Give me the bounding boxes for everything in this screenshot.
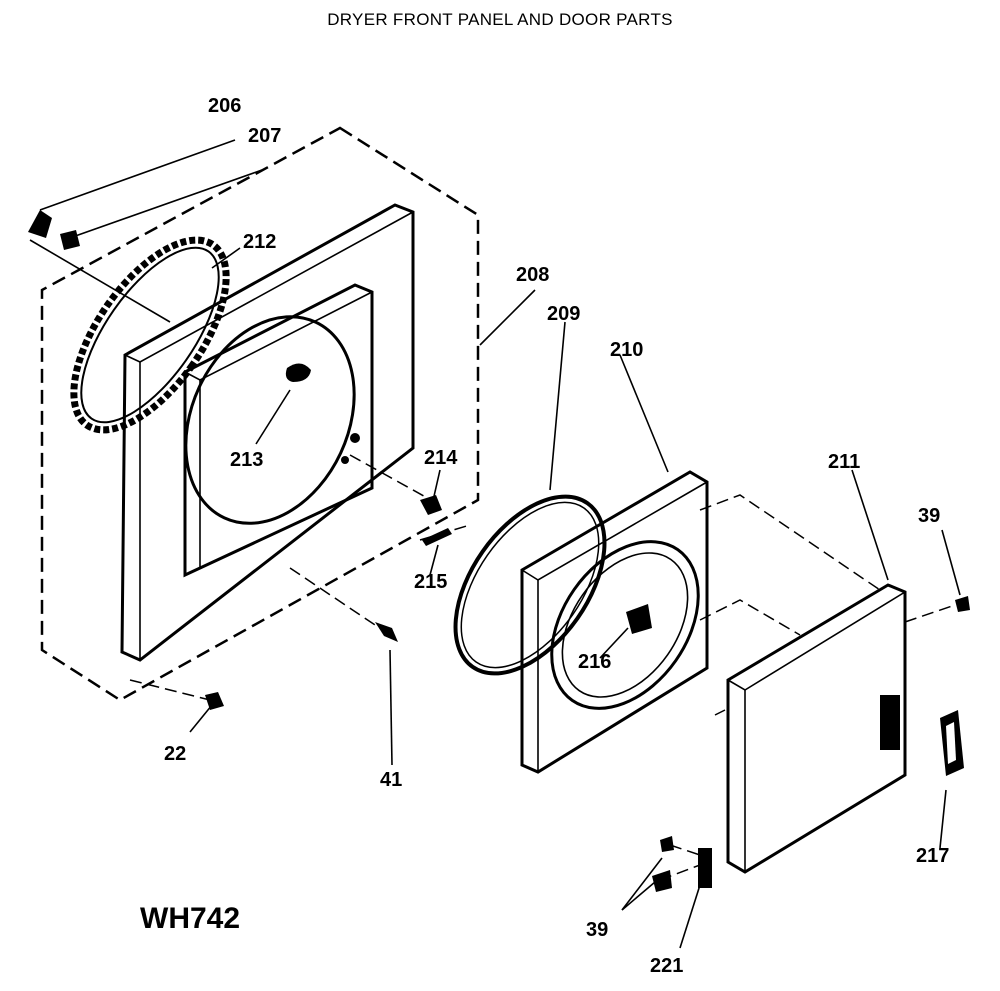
outer-door [726, 583, 907, 874]
callout-215: 215 [414, 571, 447, 593]
callout-221: 221 [650, 955, 683, 977]
leader-lines [129, 247, 961, 949]
callout-207: 207 [248, 125, 281, 147]
callout-206: 206 [208, 95, 241, 117]
screws [205, 495, 452, 710]
callout-213: 213 [230, 449, 263, 471]
door-handle [940, 710, 964, 776]
callout-208: 208 [516, 264, 549, 286]
callout-210: 210 [610, 339, 643, 361]
callout-labels: 206 207 212 208 209 210 213 214 215 211 … [164, 95, 949, 977]
callout-214: 214 [424, 447, 458, 469]
callout-217: 217 [916, 845, 949, 867]
callout-22: 22 [164, 743, 186, 765]
small-parts [652, 596, 970, 892]
hinge-parts [28, 139, 263, 323]
door-gasket [453, 494, 607, 676]
front-panel [120, 203, 415, 662]
callout-216: 216 [578, 651, 611, 673]
callout-41: 41 [380, 769, 402, 791]
inner-door [520, 470, 709, 774]
callout-212: 212 [243, 231, 276, 253]
duct-ring [70, 236, 230, 434]
panel-assembly-outline [40, 126, 480, 702]
callout-39-lower: 39 [586, 919, 608, 941]
callout-39-upper: 39 [918, 505, 940, 527]
callout-209: 209 [547, 303, 580, 325]
diagram-title: DRYER FRONT PANEL AND DOOR PARTS [327, 10, 673, 29]
callout-211: 211 [828, 451, 860, 473]
model-code: WH742 [140, 902, 241, 935]
